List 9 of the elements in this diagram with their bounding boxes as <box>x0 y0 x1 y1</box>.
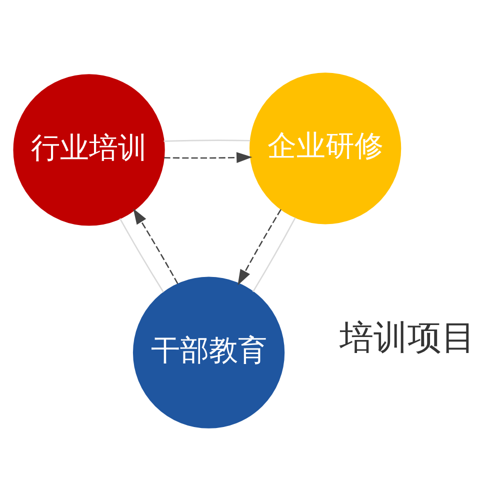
arrow <box>238 209 282 286</box>
connector <box>252 217 296 292</box>
node-circle: 企业研修 <box>250 72 402 224</box>
arrow <box>133 208 178 284</box>
connector <box>119 218 164 292</box>
node-circle: 干部教育 <box>132 276 285 428</box>
label: 培训项目 <box>339 318 476 358</box>
connector <box>164 140 250 142</box>
arrow <box>164 152 252 164</box>
